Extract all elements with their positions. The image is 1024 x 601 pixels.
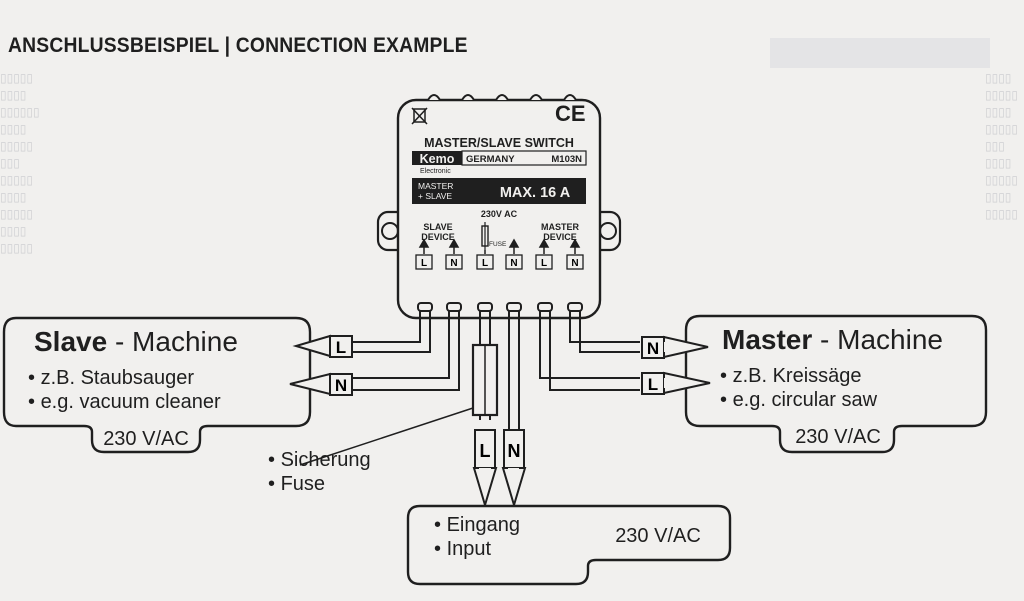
module-name: MASTER/SLAVE SWITCH (424, 136, 574, 150)
label-slave: + SLAVE (418, 191, 452, 201)
wire-master-l-inner (549, 305, 640, 391)
slave-title-rest: - Machine (107, 326, 238, 357)
master-wire-n: N (647, 339, 659, 358)
ce-mark: CE (555, 101, 586, 126)
terminal-arrows (418, 238, 581, 254)
terminal-row: L N L N L N (415, 254, 584, 270)
brand-badge (412, 151, 462, 165)
ac-input-label: 230V AC (481, 209, 518, 219)
background-text-left: ▯▯▯▯▯ ▯▯▯▯ ▯▯▯▯▯▯ ▯▯▯▯ ▯▯▯▯▯ ▯▯▯ ▯▯▯▯▯ ▯… (0, 71, 40, 255)
terminal-4: N (510, 258, 517, 269)
wire-master-l (539, 305, 640, 379)
weee-bin-icon (411, 107, 428, 125)
brand-name: Kemo (420, 152, 455, 166)
terminal-2: N (450, 258, 457, 269)
brand-country: GERMANY (466, 154, 515, 165)
module-top-notches (427, 94, 577, 101)
wire-slave-n-inner (352, 305, 460, 391)
wire-slave-l-inner (352, 305, 431, 353)
background-text-right: ▯▯▯▯ ▯▯▯▯▯ ▯▯▯▯ ▯▯▯▯▯ ▯▯▯ ▯▯▯▯ ▯▯▯▯▯ ▯▯▯… (985, 71, 1019, 221)
fuse-callout: • Sicherung • Fuse (268, 449, 371, 495)
fuse-leader-line (299, 407, 474, 466)
slave-bullet-2: • e.g. vacuum cleaner (28, 391, 221, 413)
wire-entries (417, 302, 583, 312)
wires (352, 305, 640, 430)
input-bullet-1: • Eingang (434, 514, 520, 536)
fuse-bullet-1: • Sicherung (268, 449, 371, 471)
rating-band (412, 178, 586, 204)
terminal-1: L (421, 258, 427, 269)
rating-label: MAX. 16 A (500, 185, 571, 201)
slave-device-label-2: DEVICE (421, 232, 455, 242)
master-title-rest: - Machine (812, 324, 943, 355)
wire-slave-l (352, 305, 421, 343)
master-machine-box: Master - Machine • z.B. Kreissäge • e.g.… (684, 314, 988, 454)
brand-row-frame (461, 150, 587, 166)
master-arrows: N L (641, 335, 711, 395)
terminal-3: L (482, 258, 488, 269)
slave-wire-l: L (336, 338, 346, 357)
master-device-label-1: MASTER (541, 222, 580, 232)
switch-module: CE MASTER/SLAVE SWITCH Kemo GERMANY M103… (376, 94, 622, 320)
wire-master-n-inner (579, 305, 640, 353)
wire-master-n (569, 305, 640, 343)
wire-slave-n (352, 305, 450, 379)
input-bullet-2: • Input (434, 538, 491, 560)
page-title: ANSCHLUSSBEISPIEL | CONNECTION EXAMPLE (8, 34, 468, 57)
input-voltage: 230 V/AC (615, 525, 701, 547)
master-wire-l: L (648, 375, 658, 394)
slave-title: Slave - Machine (34, 326, 238, 357)
slave-voltage: 230 V/AC (103, 428, 189, 450)
terminal-5: L (541, 258, 547, 269)
master-voltage: 230 V/AC (795, 426, 881, 448)
master-title: Master - Machine (722, 324, 943, 355)
background-block-right (770, 38, 990, 68)
input-wire-n: N (508, 441, 521, 461)
input-box: • Eingang • Input 230 V/AC (406, 504, 732, 586)
master-bullet-1: • z.B. Kreissäge (720, 365, 862, 387)
master-bullet-2: • e.g. circular saw (720, 389, 878, 411)
slave-device-label-1: SLAVE (423, 222, 452, 232)
terminal-6: N (571, 258, 578, 269)
input-arrows: L N (472, 429, 527, 509)
slave-wire-n: N (335, 376, 347, 395)
input-wire-l: L (480, 441, 491, 461)
label-master: MASTER (418, 181, 453, 191)
slave-arrows: L N (289, 334, 353, 396)
fuse-small-label: FUSE (489, 241, 507, 248)
slave-machine-box: Slave - Machine • z.B. Staubsauger • e.g… (2, 316, 312, 454)
model-number: M103N (551, 154, 582, 165)
master-device-label-2: DEVICE (543, 232, 577, 242)
slave-bullet-1: • z.B. Staubsauger (28, 367, 194, 389)
brand-subtitle: Electronic (420, 168, 451, 175)
fuse-bullet-2: • Fuse (268, 473, 325, 495)
slave-title-bold: Slave (34, 326, 107, 357)
master-title-bold: Master (722, 324, 812, 355)
